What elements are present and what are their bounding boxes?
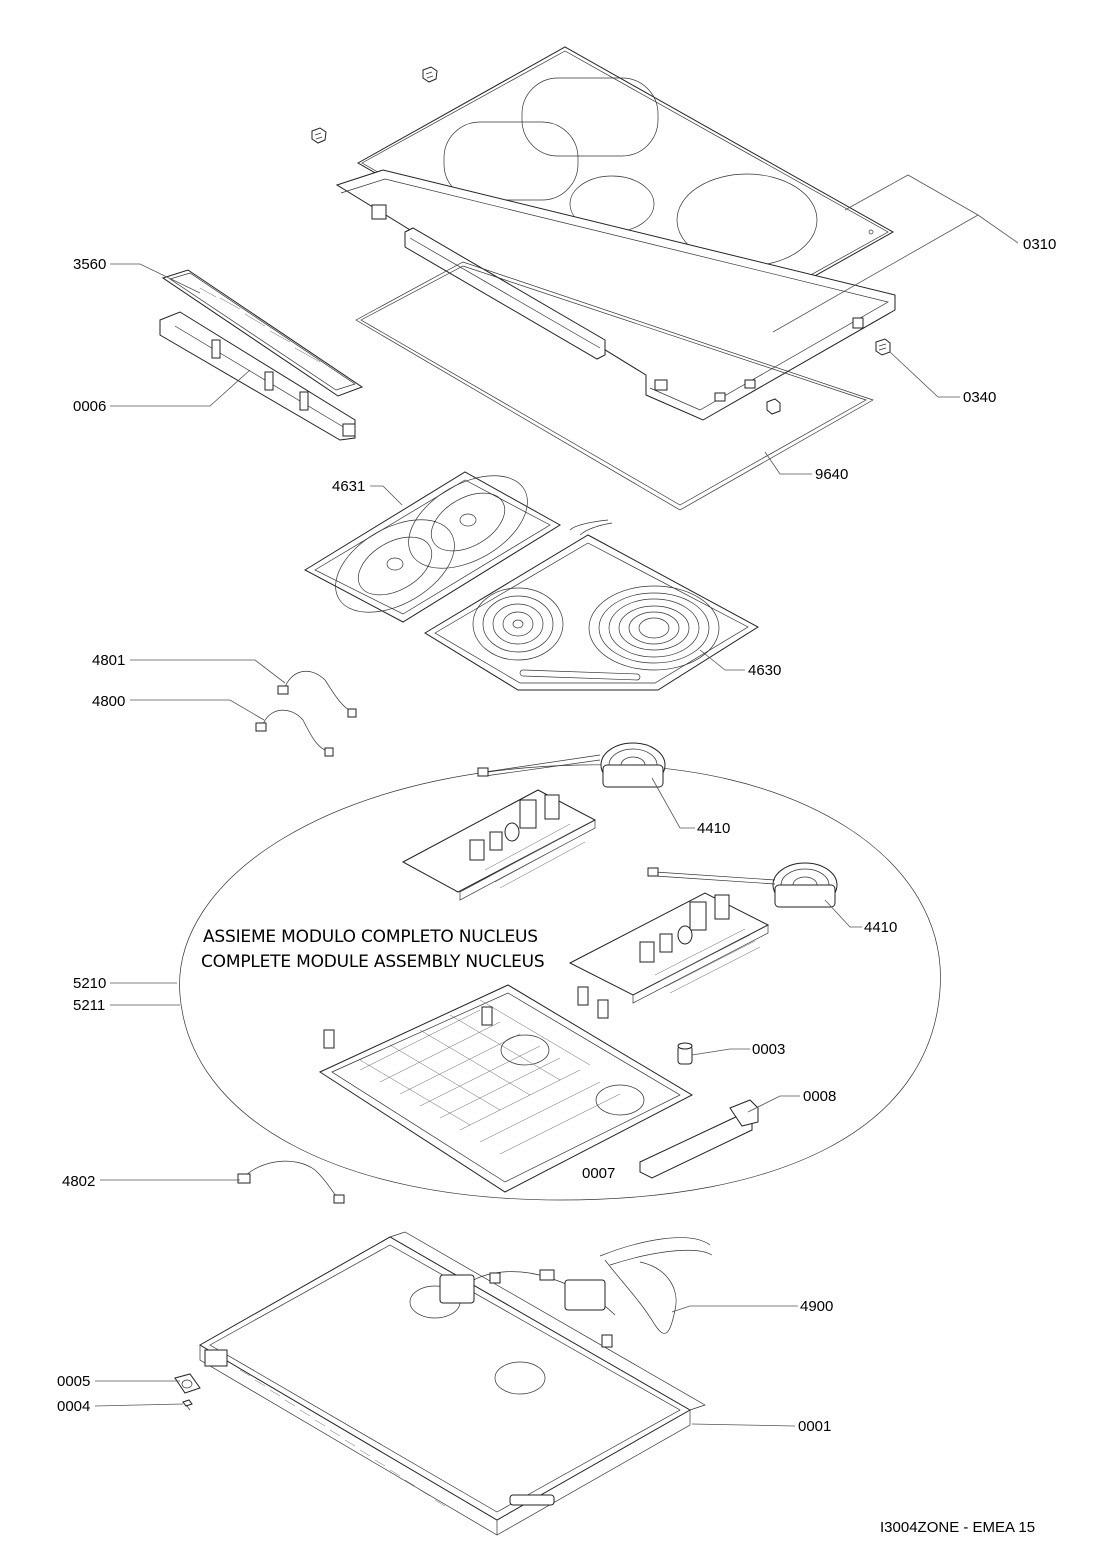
cable-4802	[237, 1160, 345, 1204]
assembly-label-english: COMPLETE MODULE ASSEMBLY NUCLEUS	[201, 952, 544, 972]
part-label-5210: 5210	[73, 975, 106, 992]
part-label-4900: 4900	[800, 1298, 833, 1315]
cable-4800	[255, 709, 334, 757]
frame-side-bar	[404, 227, 606, 360]
bottom-housing-0001	[199, 1231, 706, 1536]
cable-4801	[277, 670, 357, 718]
drawing-code: I3004ZONE - EMEA 15	[880, 1519, 1035, 1536]
screw-0004	[182, 1399, 193, 1411]
part-label-0310: 0310	[1023, 236, 1056, 253]
cable-clamp-0005	[174, 1373, 201, 1394]
frame-profile	[335, 169, 896, 421]
part-label-9640: 9640	[815, 466, 848, 483]
bar-0008	[639, 1099, 759, 1179]
clip-0340	[875, 338, 891, 356]
power-board-lower	[568, 892, 770, 1004]
part-label-4802: 4802	[62, 1173, 95, 1190]
assembly-label-italian: ASSIEME MODULO COMPLETO NUCLEUS	[203, 927, 538, 947]
part-label-0008: 0008	[803, 1088, 836, 1105]
part-label-0003: 0003	[752, 1041, 785, 1058]
control-board-3560	[161, 269, 364, 397]
part-label-0001: 0001	[798, 1418, 831, 1435]
part-label-4630: 4630	[748, 662, 781, 679]
part-label-4800: 4800	[92, 693, 125, 710]
clip-top-a	[422, 66, 438, 83]
part-label-0004: 0004	[57, 1398, 90, 1415]
wiring-harness-4900	[439, 1237, 713, 1348]
module-assembly-group	[179, 764, 941, 1201]
clip-top-b	[311, 127, 327, 144]
part-label-4410-lower: 4410	[864, 919, 897, 936]
clip-frame-small	[766, 398, 781, 415]
module-base-tray	[318, 984, 694, 1193]
part-label-0005: 0005	[57, 1373, 90, 1390]
part-label-4631: 4631	[332, 478, 365, 495]
coil-upper-4410	[477, 742, 666, 788]
part-label-0340: 0340	[963, 389, 996, 406]
seal-gasket	[355, 261, 874, 511]
part-label-0007: 0007	[582, 1165, 615, 1182]
spacer-0003	[677, 1042, 693, 1065]
part-label-3560: 3560	[73, 256, 106, 273]
inductor-plate-4631	[303, 471, 561, 623]
part-label-4801: 4801	[92, 652, 125, 669]
part-label-5211: 5211	[73, 997, 105, 1014]
coil-lower-4410	[647, 862, 838, 908]
inductor-plate-4630	[424, 519, 759, 691]
power-board-upper	[401, 789, 597, 901]
part-label-4410-upper: 4410	[697, 820, 730, 837]
part-label-0006: 0006	[73, 398, 106, 415]
leader-lines	[94, 174, 1019, 1427]
control-bracket-0006	[159, 311, 356, 441]
